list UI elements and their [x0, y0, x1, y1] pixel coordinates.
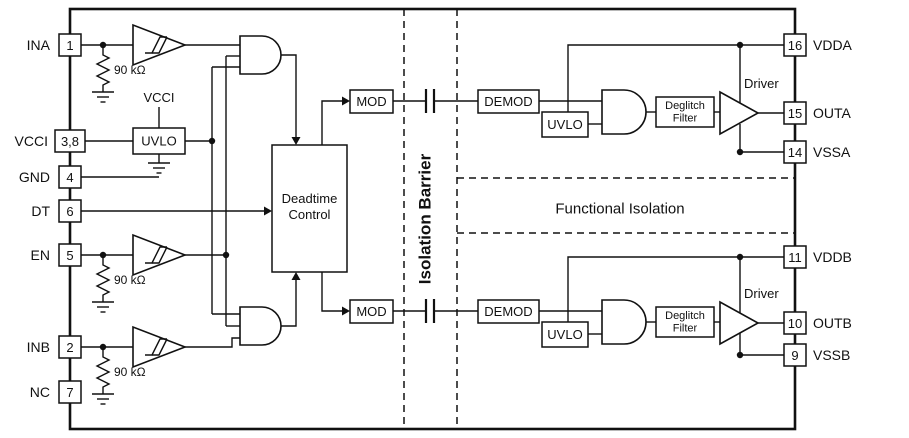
vcci-rail-label: VCCI: [143, 90, 174, 105]
demod-b-block: DEMOD: [477, 299, 540, 324]
schmitt-trigger-inb: [132, 325, 188, 369]
uvlo-b-block: UVLO: [541, 321, 589, 348]
resistor-en: [92, 255, 114, 313]
ground-symbol-uvlo: [148, 162, 170, 174]
functional-isolation-lines: [457, 177, 795, 234]
and-gate-output-a: [601, 89, 647, 135]
pin-vdda: 16 VDDA: [783, 33, 853, 57]
driver-a-label: Driver: [744, 76, 779, 91]
pin-vcci-number: 3,8: [61, 134, 79, 149]
deadtime-label-2: Control: [289, 207, 331, 222]
wires: [81, 44, 784, 356]
deglitch-filter-b-block: Deglitch Filter: [655, 306, 715, 338]
ground-symbol: [92, 91, 114, 103]
driver-b-label: Driver: [744, 286, 779, 301]
pin-inb-number: 2: [66, 340, 73, 355]
mod-b-block: MOD: [349, 299, 394, 324]
pin-vssa-number: 14: [788, 145, 802, 160]
uvlo-a-block: UVLO: [541, 111, 589, 138]
pin-ina-label: INA: [27, 37, 51, 53]
driver-b: Driver: [719, 286, 779, 346]
pin-outa-label: OUTA: [813, 105, 852, 121]
pin-ina-number: 1: [66, 38, 73, 53]
pin-gnd: 4 GND: [19, 165, 82, 189]
and-gate-input-b: [239, 306, 282, 346]
deglitch-a-label-1: Deglitch: [665, 100, 705, 112]
demod-b-label: DEMOD: [484, 304, 532, 319]
ground-symbol: [92, 393, 114, 405]
arrowhead: [291, 137, 301, 145]
arrowheads: [264, 96, 350, 316]
driver-a: Driver: [719, 76, 779, 136]
pin-vddb-number: 11: [788, 250, 802, 265]
arrowhead: [342, 96, 350, 106]
schmitt-trigger-ina: [132, 23, 188, 67]
deglitch-b-label-1: Deglitch: [665, 310, 705, 322]
ground-symbol: [92, 301, 114, 313]
schmitt-trigger-en: [132, 233, 188, 277]
pin-outb-label: OUTB: [813, 315, 852, 331]
mod-a-block: MOD: [349, 89, 394, 114]
pin-outa: 15 OUTA: [783, 101, 852, 125]
mod-b-label: MOD: [356, 304, 386, 319]
pin-outb-number: 10: [788, 316, 802, 331]
pin-vcci: 3,8 VCCI: [15, 129, 86, 153]
pin-ina: 1 INA: [27, 33, 82, 57]
isolation-capacitor-b: [424, 299, 436, 323]
deadtime-control-block: Deadtime Control: [271, 144, 348, 273]
arrowhead: [342, 306, 350, 316]
pin-vssb-number: 9: [791, 348, 798, 363]
uvlo-a-label: UVLO: [547, 117, 582, 132]
demod-a-label: DEMOD: [484, 94, 532, 109]
resistor-ina-value: 90 kΩ: [114, 63, 146, 77]
functional-isolation-label: Functional Isolation: [555, 201, 684, 218]
pin-vdda-number: 16: [788, 38, 802, 53]
deglitch-filter-a-block: Deglitch Filter: [655, 96, 715, 128]
pin-nc-label: NC: [30, 384, 50, 400]
pin-nc: 7 NC: [30, 380, 82, 404]
pin-en-label: EN: [31, 247, 50, 263]
pin-dt-number: 6: [66, 204, 73, 219]
mod-a-label: MOD: [356, 94, 386, 109]
pin-inb: 2 INB: [27, 335, 82, 359]
resistor-inb: [92, 347, 114, 405]
pin-vddb-label: VDDB: [813, 249, 852, 265]
resistor-inb-value: 90 kΩ: [114, 365, 146, 379]
pin-outb: 10 OUTB: [783, 311, 852, 335]
pin-vcci-label: VCCI: [15, 133, 48, 149]
isolation-capacitor-a: [424, 89, 436, 113]
resistor-ina: [92, 45, 114, 103]
uvlo-input-label: UVLO: [141, 134, 176, 149]
pin-outa-number: 15: [788, 106, 802, 121]
arrowhead: [291, 272, 301, 280]
and-gate-input-a: [239, 35, 282, 75]
pin-dt-label: DT: [31, 203, 50, 219]
and-gate-output-b: [601, 299, 647, 345]
pin-vdda-label: VDDA: [813, 37, 853, 53]
demod-a-block: DEMOD: [477, 89, 540, 114]
deadtime-label-1: Deadtime: [282, 191, 338, 206]
resistor-en-value: 90 kΩ: [114, 273, 146, 287]
pin-vssb: 9 VSSB: [783, 343, 850, 367]
pin-dt: 6 DT: [31, 199, 82, 223]
isolation-barrier-lines: [403, 9, 458, 429]
junction-dots: [99, 41, 744, 359]
pin-nc-number: 7: [66, 385, 73, 400]
pin-inb-label: INB: [27, 339, 50, 355]
isolation-barrier-label: Isolation Barrier: [416, 153, 435, 284]
pin-en-number: 5: [66, 248, 73, 263]
uvlo-input-block: UVLO: [132, 127, 186, 155]
deglitch-b-label-2: Filter: [673, 323, 698, 335]
pin-vssa: 14 VSSA: [783, 140, 851, 164]
pin-gnd-number: 4: [66, 170, 73, 185]
pin-vssb-label: VSSB: [813, 347, 850, 363]
pin-gnd-label: GND: [19, 169, 50, 185]
pin-en: 5 EN: [31, 243, 82, 267]
pin-vssa-label: VSSA: [813, 144, 851, 160]
pin-vddb: 11 VDDB: [783, 245, 852, 269]
uvlo-b-label: UVLO: [547, 327, 582, 342]
arrowhead: [264, 206, 272, 216]
deglitch-a-label-2: Filter: [673, 113, 698, 125]
